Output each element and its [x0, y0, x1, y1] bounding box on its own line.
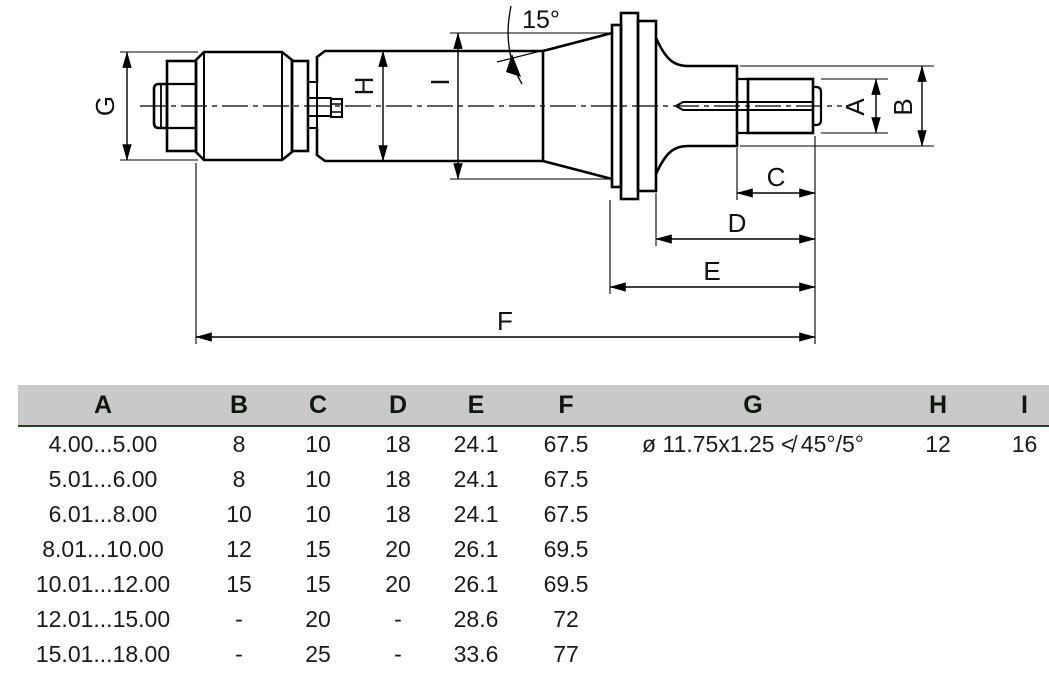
table-cell: 10 [305, 466, 331, 492]
table-cell: 69.5 [543, 571, 589, 597]
technical-drawing: 15° G H I A B C D E F [90, 5, 934, 344]
table-row: 12.01...15.00 - 20 - 28.6 72 [18, 602, 1049, 637]
table-cell: 12 [925, 431, 951, 457]
table-cell: 20 [385, 571, 411, 597]
column-header: C [308, 390, 328, 419]
table-cell: - [394, 606, 402, 632]
table-cell: 10 [305, 501, 331, 527]
table-cell: 8 [232, 466, 246, 492]
table-cell: 15 [305, 536, 331, 562]
dim-label-c: C [767, 162, 786, 192]
table-cell: 4.00...5.00 [48, 431, 158, 457]
table-cell: 18 [385, 431, 411, 457]
table-cell: 24.1 [453, 466, 499, 492]
table-row: 10.01...12.00 15 15 20 26.1 69.5 [18, 567, 1049, 602]
table-cell: 20 [305, 606, 331, 632]
table-row: 8.01...10.00 12 15 20 26.1 69.5 [18, 532, 1049, 567]
table-cell: 67.5 [543, 431, 589, 457]
dim-label-e: E [703, 256, 720, 286]
column-header: H [928, 390, 948, 419]
column-header: B [229, 390, 249, 419]
table-cell: 10.01...12.00 [35, 571, 171, 597]
table-row: 4.00...5.00 8 10 18 24.1 67.5 ø 11.75x1.25 ≮ 4… [18, 427, 1049, 462]
extension-lines [120, 32, 934, 344]
table-cell: - [394, 641, 402, 667]
table-body: 4.00...5.00 8 10 18 24.1 67.5 ø 11.75x1.25 ≮ 4… [18, 427, 1049, 672]
dim-label-f: F [497, 306, 513, 336]
column-header: F [558, 390, 574, 419]
table-cell: 77 [553, 641, 579, 667]
table-cell: 15 [226, 571, 252, 597]
table-cell: 8.01...10.00 [42, 536, 164, 562]
table-cell: - [235, 641, 243, 667]
table-cell: 8 [232, 431, 246, 457]
table-cell: 67.5 [543, 501, 589, 527]
dim-label-h: H [349, 77, 379, 96]
column-header: E [467, 390, 485, 419]
angle-label: 15° [522, 6, 560, 34]
table-cell: 15.01...18.00 [35, 641, 171, 667]
dimension-lines [122, 32, 927, 342]
table-cell: 18 [385, 466, 411, 492]
table-cell: 28.6 [453, 606, 499, 632]
table-cell: 67.5 [543, 466, 589, 492]
table-cell: 15 [305, 571, 331, 597]
table-cell: 33.6 [453, 641, 499, 667]
table-cell: 12.01...15.00 [35, 606, 171, 632]
table-cell: 10 [305, 431, 331, 457]
column-header: D [388, 390, 408, 419]
table-cell: 24.1 [453, 501, 499, 527]
dim-label-i: I [425, 78, 455, 85]
table-cell: 72 [553, 606, 579, 632]
table-row: 5.01...6.00 8 10 18 24.1 67.5 [18, 462, 1049, 497]
table-cell: - [235, 606, 243, 632]
table-cell: ø 11.75x1.25 ≮ 45°/5° [642, 431, 864, 457]
table-cell: 10 [226, 501, 252, 527]
dim-label-a: A [840, 98, 870, 116]
column-header: A [93, 390, 113, 419]
table-cell: 6.01...8.00 [48, 501, 158, 527]
dimension-labels: G H I A B C D E F [90, 77, 918, 336]
table-cell: 18 [385, 501, 411, 527]
table-row: 6.01...8.00 10 10 18 24.1 67.5 [18, 497, 1049, 532]
table-cell: 12 [226, 536, 252, 562]
table-cell: 24.1 [453, 431, 499, 457]
table-row: 15.01...18.00 - 25 - 33.6 77 [18, 637, 1049, 672]
dim-label-g: G [90, 96, 120, 116]
table-cell: 20 [385, 536, 411, 562]
column-header: G [743, 390, 763, 419]
table-cell: 26.1 [453, 571, 499, 597]
angle-dimension: 15° [496, 5, 613, 85]
table-cell: 26.1 [453, 536, 499, 562]
table-cell: 25 [305, 641, 331, 667]
column-header: I [1021, 390, 1028, 419]
dim-label-b: B [888, 98, 918, 115]
table-cell: 69.5 [543, 536, 589, 562]
dimension-table: A B C D E F G H I 4.00...5.00 8 10 18 24.1 67.5 ø 11.7… [18, 385, 1049, 672]
table-cell: 16 [1011, 431, 1038, 457]
table-cell: 5.01...6.00 [48, 466, 158, 492]
table-header-row: A B C D E F G H I [18, 385, 1049, 427]
dim-label-d: D [728, 208, 747, 238]
